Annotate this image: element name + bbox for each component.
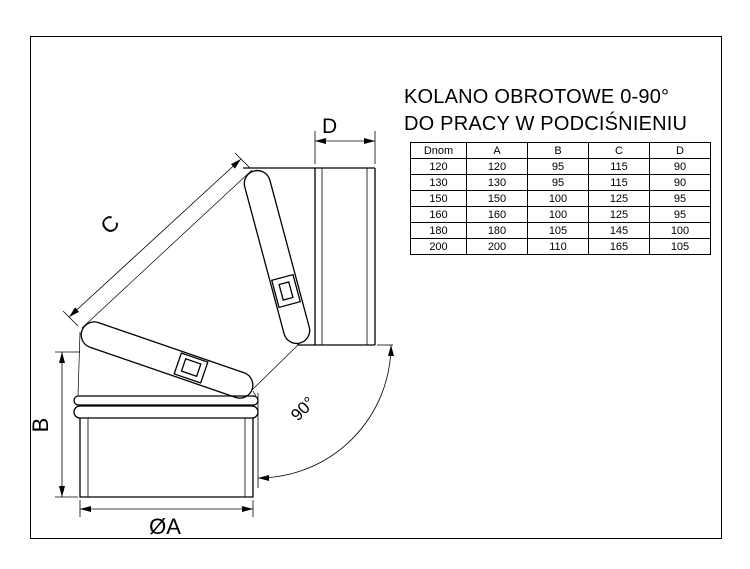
bottom-pipe-body (79, 418, 254, 498)
upper-clamp-capsule (243, 169, 311, 345)
dim-label-d: D (322, 115, 337, 138)
table-cell: 110 (527, 238, 589, 255)
lower-clamp-capsule (80, 321, 254, 399)
dimension-labels: D C B ØA 90° (28, 115, 337, 539)
title-line-1: KOLANO OBROTOWE 0-90° (404, 86, 670, 108)
top-pipe (243, 167, 376, 346)
bottom-pipe (73, 395, 259, 498)
table-cell: 105 (527, 222, 589, 239)
lower-clamp-lock (173, 352, 209, 384)
table-cell: 100 (527, 190, 589, 207)
table-cell: 100 (649, 222, 711, 239)
bottom-pipe-bead-upper (73, 395, 259, 406)
segment-edge-upper (81, 169, 253, 329)
dim-c-line (68, 158, 242, 318)
dim-label-a: ØA (149, 514, 181, 539)
dim-c-ext-lower (62, 310, 79, 327)
table-cell: 200 (466, 238, 528, 255)
dim-c-ext-upper (234, 152, 251, 169)
lower-clamp-band (80, 321, 254, 399)
dim-label-b: B (28, 418, 53, 433)
segment-edge-lower (251, 343, 300, 391)
lower-clamp-lock-inner (180, 357, 202, 378)
angle-arc (257, 344, 394, 481)
table-cell: 115 (588, 174, 650, 191)
upper-clamp-lock-inner (278, 281, 294, 301)
segment-left-transition (77, 331, 81, 397)
table-cell: 120 (410, 158, 467, 175)
table-cell: 200 (410, 238, 467, 255)
page-title: KOLANO OBROTOWE 0-90° DO PRACY W PODCIŚN… (404, 84, 687, 138)
table-cell: 105 (649, 238, 711, 255)
angle-label: 90° (287, 393, 319, 425)
table-cell: 180 (410, 222, 467, 239)
middle-segment-outline (77, 169, 300, 397)
upper-clamp-lock (270, 273, 302, 309)
bottom-pipe-bead-lower (73, 405, 259, 419)
segment-right-transition (252, 390, 257, 397)
dimension-lines (55, 131, 394, 517)
table-cell: 165 (588, 238, 650, 255)
upper-clamp-band (243, 169, 311, 345)
drawing-border-frame (30, 36, 722, 539)
title-line-2: DO PRACY W PODCIŚNIENIU (404, 113, 688, 135)
dim-label-c: C (96, 210, 125, 239)
